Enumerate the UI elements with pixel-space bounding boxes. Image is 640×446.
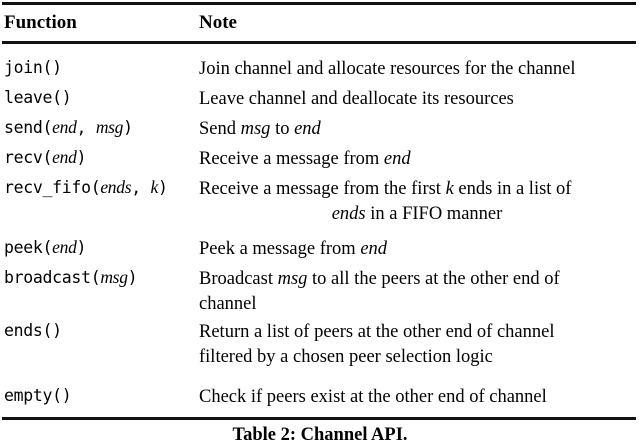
cell-note: Send msg to end xyxy=(199,119,321,139)
table-bottom-rule xyxy=(2,417,636,420)
cell-note: Check if peers exist at the other end of… xyxy=(199,387,547,407)
cell-note: Return a list of peers at the other end … xyxy=(199,322,555,367)
cell-function: recv_fifo(ends, k) xyxy=(4,177,168,197)
table-top-rule xyxy=(2,2,636,5)
table-header-rule xyxy=(2,41,636,44)
column-header-note: Note xyxy=(199,12,237,33)
cell-function: empty() xyxy=(4,386,72,405)
cell-note: Receive a message from end xyxy=(199,149,411,169)
cell-note: Leave channel and deallocate its resourc… xyxy=(199,89,514,109)
column-header-function: Function xyxy=(4,12,77,33)
cell-function: recv(end) xyxy=(4,147,87,167)
cell-note: Receive a message from the first k ends … xyxy=(199,179,572,224)
cell-function: join() xyxy=(4,58,62,77)
cell-function: peek(end) xyxy=(4,237,87,257)
cell-note: Broadcast msg to all the peers at the ot… xyxy=(199,269,560,314)
table-caption: Table 2: Channel API. xyxy=(232,425,408,445)
cell-note: Peek a message from end xyxy=(199,239,388,259)
cell-note: Join channel and allocate resources for … xyxy=(199,59,576,79)
cell-function: leave() xyxy=(4,88,72,107)
cell-function: send(end, msg) xyxy=(4,117,133,137)
cell-function: ends() xyxy=(4,321,62,340)
cell-function: broadcast(msg) xyxy=(4,267,138,287)
